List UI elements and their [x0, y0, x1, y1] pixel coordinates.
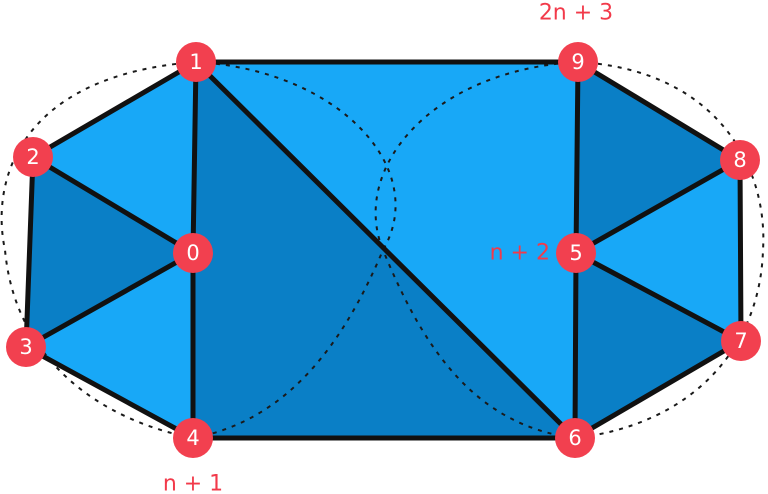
node-0-label: 0	[186, 241, 199, 265]
nodes: 0 1 2 3 4 5 6 7	[6, 42, 761, 458]
node-2: 2	[13, 137, 53, 177]
edge-5-6	[572, 250, 579, 441]
triangle-9-8-5	[576, 62, 740, 253]
dotted-curves	[0, 61, 765, 439]
node-1-label: 1	[189, 50, 202, 74]
node-3: 3	[6, 327, 46, 367]
edge-9-8	[575, 59, 743, 163]
edge-8-5	[573, 157, 743, 256]
triangle-1-2-0	[33, 62, 196, 253]
node-4: 4	[173, 418, 213, 458]
annotation-2n-plus-3: 2n + 3	[539, 1, 613, 26]
edge-7-6	[572, 338, 744, 441]
node-7-label: 7	[734, 329, 747, 353]
left-dotted-arc	[192, 61, 397, 439]
annotation-n-plus-2: n + 2	[490, 241, 550, 266]
edge-9-5	[573, 59, 581, 256]
node-7: 7	[721, 321, 761, 361]
annotation-n-plus-1: n + 1	[163, 472, 223, 494]
right-dotted-ellipse	[574, 61, 765, 439]
node-4-label: 4	[186, 426, 199, 450]
edge-2-0	[30, 154, 196, 256]
triangle-2-3-0	[26, 157, 193, 347]
edge-3-4	[23, 344, 196, 441]
node-2-label: 2	[26, 145, 39, 169]
edge-3-0	[23, 250, 196, 350]
node-5-label: 5	[569, 241, 582, 265]
edge-2-3	[23, 154, 36, 350]
edge-8-7	[737, 157, 744, 344]
node-8: 8	[720, 140, 760, 180]
node-0: 0	[173, 233, 213, 273]
node-9-label: 9	[571, 50, 584, 74]
node-5: 5	[556, 233, 596, 273]
triangle-8-7-5	[576, 160, 741, 341]
edge-1-6	[193, 59, 578, 441]
edge-1-0	[190, 59, 199, 256]
node-3-label: 3	[19, 335, 32, 359]
node-6-label: 6	[568, 426, 581, 450]
node-1: 1	[176, 42, 216, 82]
edges	[23, 59, 744, 441]
node-6: 6	[555, 418, 595, 458]
edge-1-2	[30, 59, 199, 160]
node-8-label: 8	[733, 148, 746, 172]
edge-7-5	[573, 250, 744, 344]
triangle-3-4-0	[26, 253, 193, 438]
triangle-7-6-5	[575, 253, 741, 438]
node-9: 9	[558, 42, 598, 82]
right-dotted-arc	[374, 61, 579, 439]
